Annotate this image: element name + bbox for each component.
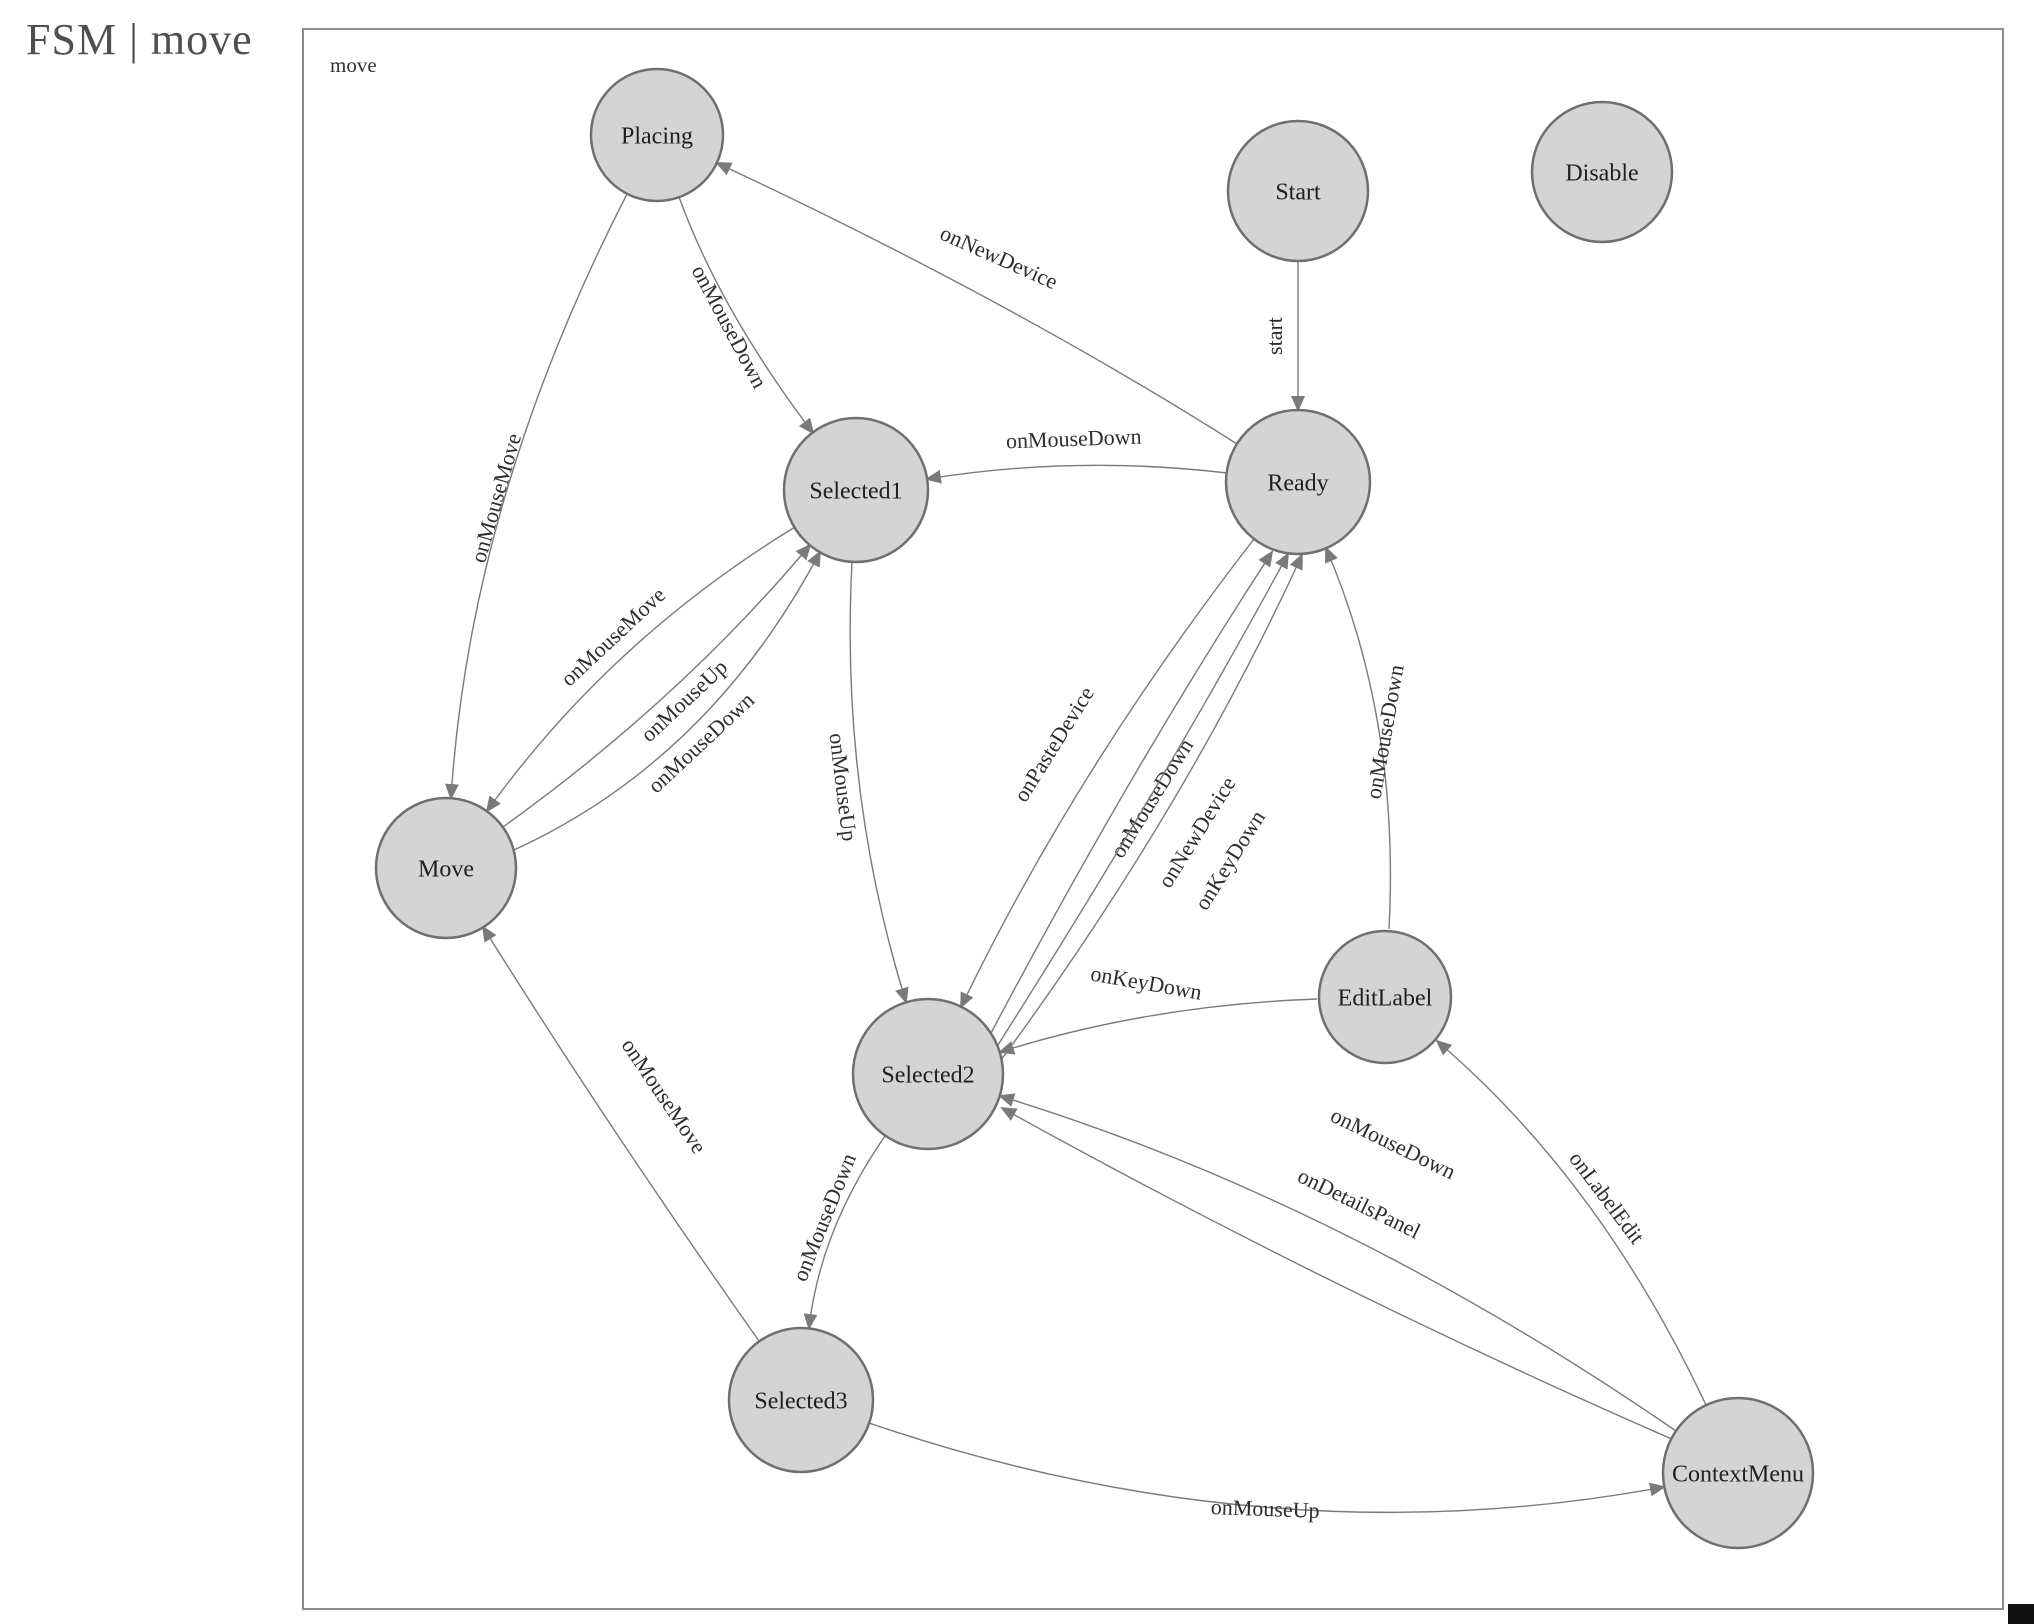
state-circle-Disable[interactable] bbox=[1530, 100, 1674, 244]
edge-Selected2-Ready bbox=[1000, 553, 1303, 1061]
state-node-Selected2[interactable]: Selected2 bbox=[851, 997, 1005, 1151]
edge-Ready-Placing bbox=[715, 162, 1238, 445]
state-label-EditLabel: EditLabel bbox=[1338, 985, 1433, 1011]
edge-Ready-Selected1 bbox=[925, 464, 1228, 484]
state-node-EditLabel[interactable]: EditLabel bbox=[1317, 929, 1453, 1065]
diagram-frame bbox=[302, 28, 2004, 1610]
edge-Move-Selected1 bbox=[513, 550, 821, 851]
state-label-Placing: Placing bbox=[621, 123, 693, 149]
state-circle-Placing[interactable] bbox=[589, 67, 725, 203]
edge-label-onMouseUp: onMouseUp bbox=[1210, 1494, 1320, 1523]
edge-label-start: start bbox=[1262, 317, 1287, 355]
state-node-ContextMenu[interactable]: ContextMenu bbox=[1661, 1396, 1815, 1550]
edge-label-onLabelEdit: onLabelEdit bbox=[1564, 1147, 1649, 1249]
state-node-Selected3[interactable]: Selected3 bbox=[727, 1326, 875, 1474]
state-circle-Ready[interactable] bbox=[1224, 408, 1372, 556]
edge-ContextMenu-Selected2 bbox=[998, 1093, 1677, 1432]
edge-label-onMouseDown: onMouseDown bbox=[1006, 424, 1142, 454]
edge-Selected3-Move bbox=[481, 925, 760, 1342]
edge-label-onMouseMove: onMouseMove bbox=[465, 430, 526, 565]
edge-label-onMouseUp: onMouseUp bbox=[824, 732, 862, 843]
edge-label-onMouseDown: onMouseDown bbox=[643, 687, 759, 798]
state-label-Disable: Disable bbox=[1565, 160, 1638, 186]
edge-label-onDetailsPanel: onDetailsPanel bbox=[1294, 1163, 1425, 1244]
edge-Selected2-Ready bbox=[989, 550, 1274, 1036]
edge-label-onMouseMove: onMouseMove bbox=[617, 1034, 712, 1158]
edge-label-onMouseDown: onMouseDown bbox=[787, 1150, 861, 1285]
edge-label-onMouseDown: onMouseDown bbox=[687, 261, 773, 393]
state-circle-Selected1[interactable] bbox=[782, 416, 930, 564]
state-circle-EditLabel[interactable] bbox=[1317, 929, 1453, 1065]
state-node-Start[interactable]: Start bbox=[1226, 119, 1370, 263]
frame-label: move bbox=[330, 53, 377, 77]
state-node-Disable[interactable]: Disable bbox=[1530, 100, 1674, 244]
state-node-Ready[interactable]: Ready bbox=[1224, 408, 1372, 556]
page-title: FSM | move bbox=[26, 15, 253, 64]
edge-EditLabel-Selected2 bbox=[998, 998, 1318, 1055]
edge-label-onMouseMove: onMouseMove bbox=[556, 582, 670, 691]
state-node-Placing[interactable]: Placing bbox=[589, 67, 725, 203]
edge-Placing-Move bbox=[444, 193, 628, 800]
state-circle-Start[interactable] bbox=[1226, 119, 1370, 263]
edge-Move-Selected1 bbox=[502, 543, 812, 828]
edge-Selected2-Ready bbox=[995, 552, 1289, 1049]
edge-Selected3-ContextMenu bbox=[868, 1422, 1666, 1514]
state-node-Selected1[interactable]: Selected1 bbox=[782, 416, 930, 564]
state-circle-Selected3[interactable] bbox=[727, 1326, 875, 1474]
edge-Selected1-Move bbox=[485, 526, 796, 813]
state-label-Ready: Ready bbox=[1267, 470, 1328, 496]
edge-label-onMouseDown: onMouseDown bbox=[1361, 663, 1409, 801]
edge-Placing-Selected1 bbox=[678, 196, 815, 435]
edge-EditLabel-Ready bbox=[1325, 546, 1392, 930]
edge-Ready-Selected2 bbox=[960, 538, 1255, 1009]
state-label-Selected1: Selected1 bbox=[809, 478, 902, 504]
state-label-ContextMenu: ContextMenu bbox=[1672, 1461, 1804, 1487]
state-label-Selected3: Selected3 bbox=[754, 1388, 847, 1414]
state-label-Start: Start bbox=[1275, 179, 1321, 205]
state-node-Move[interactable]: Move bbox=[374, 796, 518, 940]
state-label-Selected2: Selected2 bbox=[881, 1062, 974, 1088]
state-circle-ContextMenu[interactable] bbox=[1661, 1396, 1815, 1550]
edge-Selected1-Selected2 bbox=[849, 561, 909, 1004]
edge-Selected2-Selected3 bbox=[803, 1135, 886, 1330]
edge-ContextMenu-EditLabel bbox=[1435, 1039, 1707, 1406]
edge-label-onKeyDown: onKeyDown bbox=[1089, 961, 1204, 1005]
state-circle-Move[interactable] bbox=[374, 796, 518, 940]
edge-ContextMenu-Selected2 bbox=[1000, 1107, 1675, 1441]
edge-label-onPasteDevice: onPasteDevice bbox=[1008, 682, 1098, 806]
state-label-Move: Move bbox=[418, 856, 474, 882]
state-circle-Selected2[interactable] bbox=[851, 997, 1005, 1151]
resize-handle[interactable] bbox=[2008, 1604, 2034, 1624]
edge-label-onMouseDown: onMouseDown bbox=[1327, 1102, 1460, 1184]
edge-label-onNewDevice: onNewDevice bbox=[936, 220, 1061, 294]
